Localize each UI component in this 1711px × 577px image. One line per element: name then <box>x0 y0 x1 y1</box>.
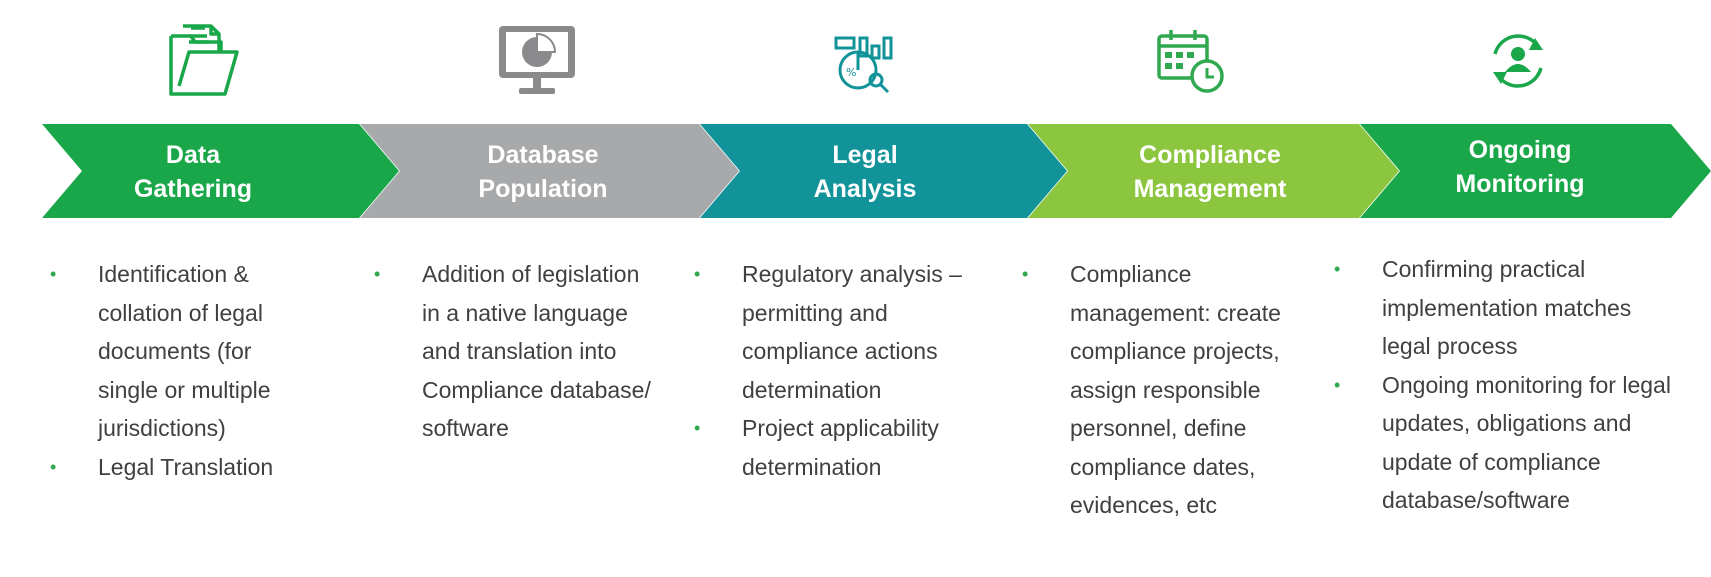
bullet-item: Regulatory analysis – permitting and com… <box>694 255 1002 409</box>
chevron-legal-analysis <box>700 124 1067 218</box>
bullet-item: Identification & collation of legal docu… <box>50 255 318 448</box>
stage-bullets-compliance-management: Compliance management: create compliance… <box>1022 255 1320 525</box>
analysis-chart-icon: % <box>834 36 893 94</box>
chevron-data-gathering <box>1360 124 1711 218</box>
bullet-item: Legal Translation <box>50 448 318 487</box>
chevron-database-population <box>360 124 739 218</box>
folder-icon <box>169 24 239 96</box>
bullet-item: Confirming practical implementation matc… <box>1334 250 1702 366</box>
stage-bullets-ongoing-monitoring: Confirming practical implementation matc… <box>1334 250 1702 520</box>
monitor-pie-chart-icon <box>499 26 575 94</box>
stage-bullets-database-population: Addition of legislation in a native lang… <box>374 255 682 448</box>
calendar-clock-icon <box>1157 30 1224 93</box>
bullet-item: Project applicability determination <box>694 409 1002 486</box>
svg-text:%: % <box>846 66 856 79</box>
stage-bullets-legal-analysis: Regulatory analysis – permitting and com… <box>694 255 1002 486</box>
person-refresh-icon <box>1493 34 1543 88</box>
bullet-item: Addition of legislation in a native lang… <box>374 255 682 448</box>
chevron-ongoing-monitoring <box>42 124 399 218</box>
stage-bullets-data-gathering: Identification & collation of legal docu… <box>50 255 318 487</box>
bullet-item: Compliance management: create compliance… <box>1022 255 1320 525</box>
bullet-item: Ongoing monitoring for legal updates, ob… <box>1334 366 1702 520</box>
chevron-compliance-management <box>1028 124 1399 218</box>
